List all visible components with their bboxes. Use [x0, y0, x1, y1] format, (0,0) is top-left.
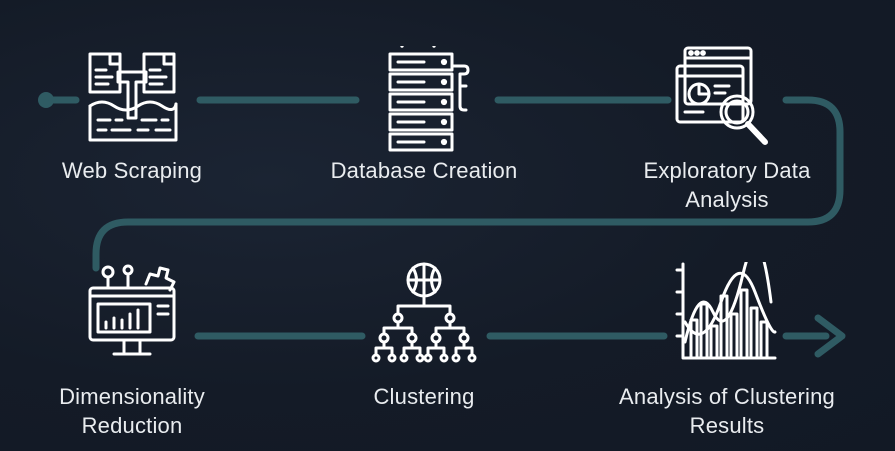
step-label: Exploratory Data Analysis	[643, 158, 811, 212]
clustering-icon	[368, 262, 480, 374]
flow-end-arrow-icon	[814, 314, 846, 358]
flow-curve	[92, 96, 844, 272]
step-label: Clustering	[373, 384, 475, 409]
step-label: Web Scraping	[61, 158, 203, 183]
results-chart-icon	[671, 262, 783, 374]
step-label: Database Creation	[330, 158, 518, 183]
database-icon	[368, 46, 480, 158]
flow-start-dot	[38, 92, 54, 108]
dimensionality-reduction-icon	[76, 262, 188, 374]
step-label: Analysis of Clustering Results	[619, 384, 835, 438]
exploratory-analysis-icon	[671, 46, 783, 158]
web-scraping-icon	[76, 46, 188, 158]
step-label: Dimensionality Reduction	[59, 384, 205, 438]
